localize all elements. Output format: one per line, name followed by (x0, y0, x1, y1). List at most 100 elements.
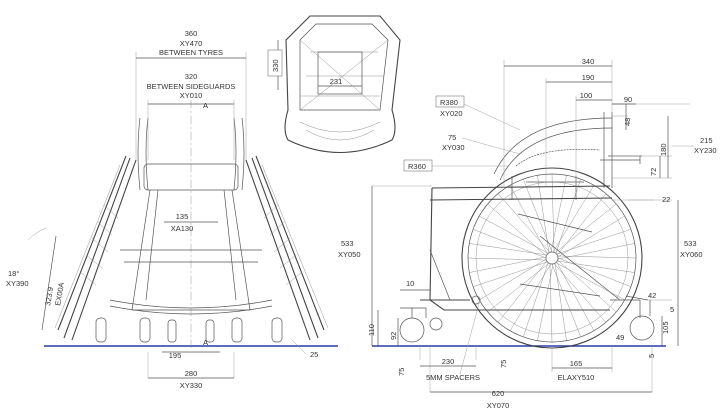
wheel-spoke (509, 263, 552, 331)
wheel-spoke (497, 193, 551, 253)
top-view-inner-frame (299, 23, 389, 111)
section-mark-top: A (203, 101, 208, 110)
dim-90: 90 (624, 95, 632, 104)
dim-230: 230 (442, 357, 455, 366)
left-sideguard (137, 117, 149, 191)
dim-92: 92 (389, 332, 398, 340)
right-wheel-outline (245, 155, 325, 341)
side-frame-main (420, 185, 613, 311)
right-sideguard (233, 117, 245, 191)
radius-360-value: R360 (408, 162, 426, 171)
wheel-spoke (523, 178, 553, 253)
left-spokes (79, 204, 119, 286)
wheel-spoke (557, 255, 637, 259)
front-caster-wheel (399, 317, 425, 343)
side-frame-tubes (429, 176, 621, 301)
wheel-dim-value: 323.9 (43, 286, 55, 306)
between-sideguards-value: 320 (185, 72, 198, 81)
left-height-value: 533 (341, 239, 354, 248)
wheel-spoke (469, 243, 547, 256)
wheel-spoke (557, 260, 635, 273)
spacers-note: 5MM SPACERS (426, 373, 480, 382)
wheel-spoke (551, 173, 555, 253)
wheel-spoke (557, 215, 625, 258)
side-seat-arc (493, 117, 613, 181)
length-code: XY070 (487, 401, 510, 410)
wheel-spoke (509, 185, 548, 255)
wheel-spoke (552, 185, 595, 253)
rear-wheel-hub (545, 251, 559, 265)
footplate-value: 165 (570, 359, 583, 368)
between-tyres-code: XY470 (180, 39, 203, 48)
front-view: 360 XY470 BETWEEN TYRES 320 BETWEEN SIDE… (6, 29, 338, 390)
dim-75-right: 75 (499, 360, 508, 368)
top-view: 330 231 (267, 15, 401, 153)
front-caster-wheel-2 (429, 317, 443, 331)
dim-190: 190 (582, 73, 595, 82)
dim-48: 48 (623, 118, 632, 126)
wheel-spoke (467, 257, 547, 261)
left-wheel-outline (57, 155, 137, 341)
dim-75-value: 75 (448, 133, 456, 142)
base-width-value: 280 (185, 369, 198, 378)
top-view-footrest (299, 121, 381, 141)
wheel-spoke (556, 229, 632, 255)
wheel-spoke (549, 263, 553, 343)
right-height-code: XY060 (680, 250, 703, 259)
right-height-value: 533 (684, 239, 697, 248)
wheel-spoke (487, 263, 550, 313)
wheel-spoke (479, 215, 549, 254)
dim-180: 180 (659, 143, 668, 156)
seat-dim-code: XA130 (171, 224, 194, 233)
rear-wheel-handrim (475, 181, 629, 335)
side-frame-backrest (600, 112, 642, 188)
anti-tip-arm (610, 295, 649, 318)
caster-dim-value: 195 (169, 351, 182, 360)
base-width-code: XY330 (180, 381, 203, 390)
between-sideguards-caption: BETWEEN SIDEGUARDS (147, 82, 236, 91)
footrest-roller (471, 295, 481, 305)
right-handrim (261, 164, 329, 329)
dim-105: 105 (661, 321, 670, 334)
wheel-spoke (557, 259, 617, 313)
top-view-cross-bracing (299, 39, 389, 111)
wheel-spoke (554, 263, 567, 341)
dim-72: 72 (649, 168, 658, 176)
dim-75-left: 75 (397, 368, 406, 376)
backrest-code: XY230 (694, 146, 717, 155)
left-handrim (54, 164, 121, 329)
between-sideguards-code: XY010 (180, 91, 203, 100)
dim-22: 22 (662, 195, 670, 204)
dim-75-code: XY030 (442, 143, 465, 152)
top-view-seat (317, 51, 363, 95)
dim-10: 10 (406, 279, 414, 288)
wheel-spoke (472, 261, 548, 287)
camber-angle-value: 18° (8, 269, 19, 278)
front-extension-lines (135, 52, 247, 378)
wheel-spoke (472, 229, 547, 259)
dim-110: 110 (367, 324, 376, 336)
rear-antitip-wheel (629, 315, 655, 341)
wheel-spoke (537, 263, 554, 341)
rear-wheel-spokes (467, 173, 637, 343)
side-extension-lines (372, 60, 690, 392)
left-height-code: XY050 (338, 250, 361, 259)
wheel-spoke (537, 175, 550, 253)
section-mark-bottom: A (203, 338, 208, 347)
side-seat-ring (515, 149, 601, 167)
wheel-spoke (554, 203, 617, 253)
wheel-spoke (556, 261, 595, 331)
wheel-spoke (551, 263, 581, 338)
top-width-value: 231 (330, 77, 343, 86)
rear-wheel-tyre (461, 167, 643, 349)
radius-380-code: XY020 (440, 109, 463, 118)
front-casters (95, 317, 283, 343)
between-tyres-value: 360 (185, 29, 198, 38)
ground-offset-value: 25 (310, 350, 318, 359)
camber-angle-code: XY390 (6, 279, 29, 288)
wheel-spoke (550, 175, 567, 253)
dim-100: 100 (580, 91, 593, 100)
top-view-outer-frame (284, 15, 401, 153)
footplate-code: ELAXY510 (558, 373, 595, 382)
